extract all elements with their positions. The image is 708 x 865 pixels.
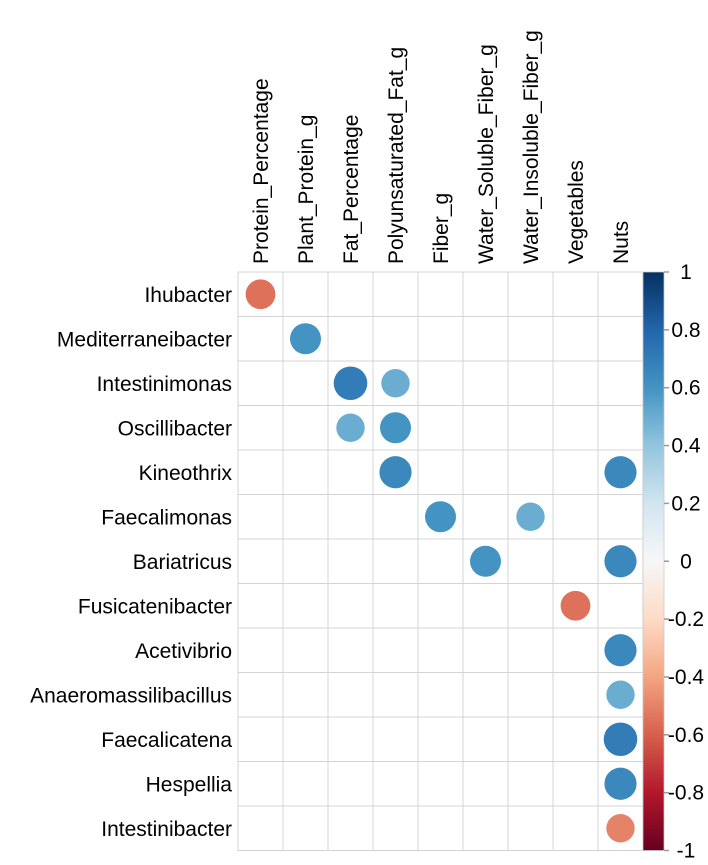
colorbar-gradient	[642, 271, 665, 851]
column-label: Fiber_g	[430, 193, 453, 264]
colorbar-tick-label: -0.4	[668, 666, 705, 689]
colorbar-tick-label: -0.2	[668, 608, 704, 631]
colorbar-tick-label: 0	[680, 550, 692, 573]
correlation-dots	[245, 279, 638, 843]
correlation-dot	[379, 456, 412, 489]
colorbar-tick-label: 0.4	[671, 435, 701, 458]
correlation-dot	[336, 413, 365, 442]
correlation-dot	[245, 279, 276, 310]
correlation-dot	[380, 412, 411, 444]
colorbar-tick-label: 0.2	[671, 492, 700, 515]
row-label: Bariatricus	[133, 551, 232, 574]
column-label: Water_Insoluble_Fiber_g	[520, 30, 543, 264]
correlation-dot	[290, 323, 321, 355]
correlation-dot	[606, 814, 635, 843]
correlation-dot	[470, 545, 501, 577]
colorbar-tick-label: -0.8	[668, 782, 704, 805]
correlation-dot	[604, 767, 637, 800]
row-label: Oscillibacter	[118, 417, 232, 440]
row-label: Kineothrix	[139, 462, 233, 485]
row-label: Faecalicatena	[101, 729, 232, 752]
row-label: Intestinimonas	[97, 373, 232, 396]
column-label: Water_Soluble_Fiber_g	[475, 44, 498, 264]
correlation-dot	[516, 502, 545, 531]
colorbar: 1 0.8 0.6 0.4 0.2 0 -0.2 -0.4 -0.6 -0.8 -1	[642, 261, 705, 863]
grid-border	[237, 271, 644, 851]
column-label: Protein_Percentage	[250, 78, 273, 264]
column-label: Nuts	[610, 221, 633, 264]
grid	[237, 271, 644, 851]
correlation-dot	[425, 501, 456, 533]
row-label: Intestinibacter	[101, 818, 232, 841]
colorbar-tick-label: 0.6	[671, 377, 700, 400]
colorbar-tick-label: 1	[680, 261, 692, 284]
correlation-dot	[603, 722, 638, 757]
row-label: Mediterraneibacter	[57, 328, 232, 351]
column-label: Vegetables	[565, 160, 588, 264]
column-label: Plant_Protein_g	[295, 115, 318, 264]
row-label: Ihubacter	[144, 284, 232, 307]
correlation-dot	[606, 680, 635, 709]
correlation-dot	[560, 590, 591, 621]
colorbar-tick-label: -0.6	[668, 724, 704, 747]
column-labels: Protein_Percentage Plant_Protein_g Fat_Per…	[250, 30, 633, 264]
colorbar-tick-label: -1	[677, 840, 696, 863]
row-label: Hespellia	[146, 773, 233, 796]
correlation-dot	[381, 369, 410, 398]
row-label: Acetivibrio	[135, 640, 232, 663]
row-label: Fusicatenibacter	[78, 595, 232, 618]
column-label: Polyunsaturated_Fat_g	[385, 47, 408, 264]
row-label: Faecalimonas	[101, 506, 232, 529]
correlation-dot	[333, 366, 368, 401]
colorbar-tick-label: 0.8	[671, 319, 700, 342]
row-labels: IhubacterMediterraneibacterIntestinimona…	[30, 284, 232, 841]
correlation-dot	[604, 634, 637, 667]
column-label: Fat_Percentage	[340, 115, 363, 264]
correlation-dot	[604, 545, 637, 578]
correlation-dot	[604, 456, 637, 489]
row-label: Anaeromassilibacillus	[30, 684, 232, 707]
